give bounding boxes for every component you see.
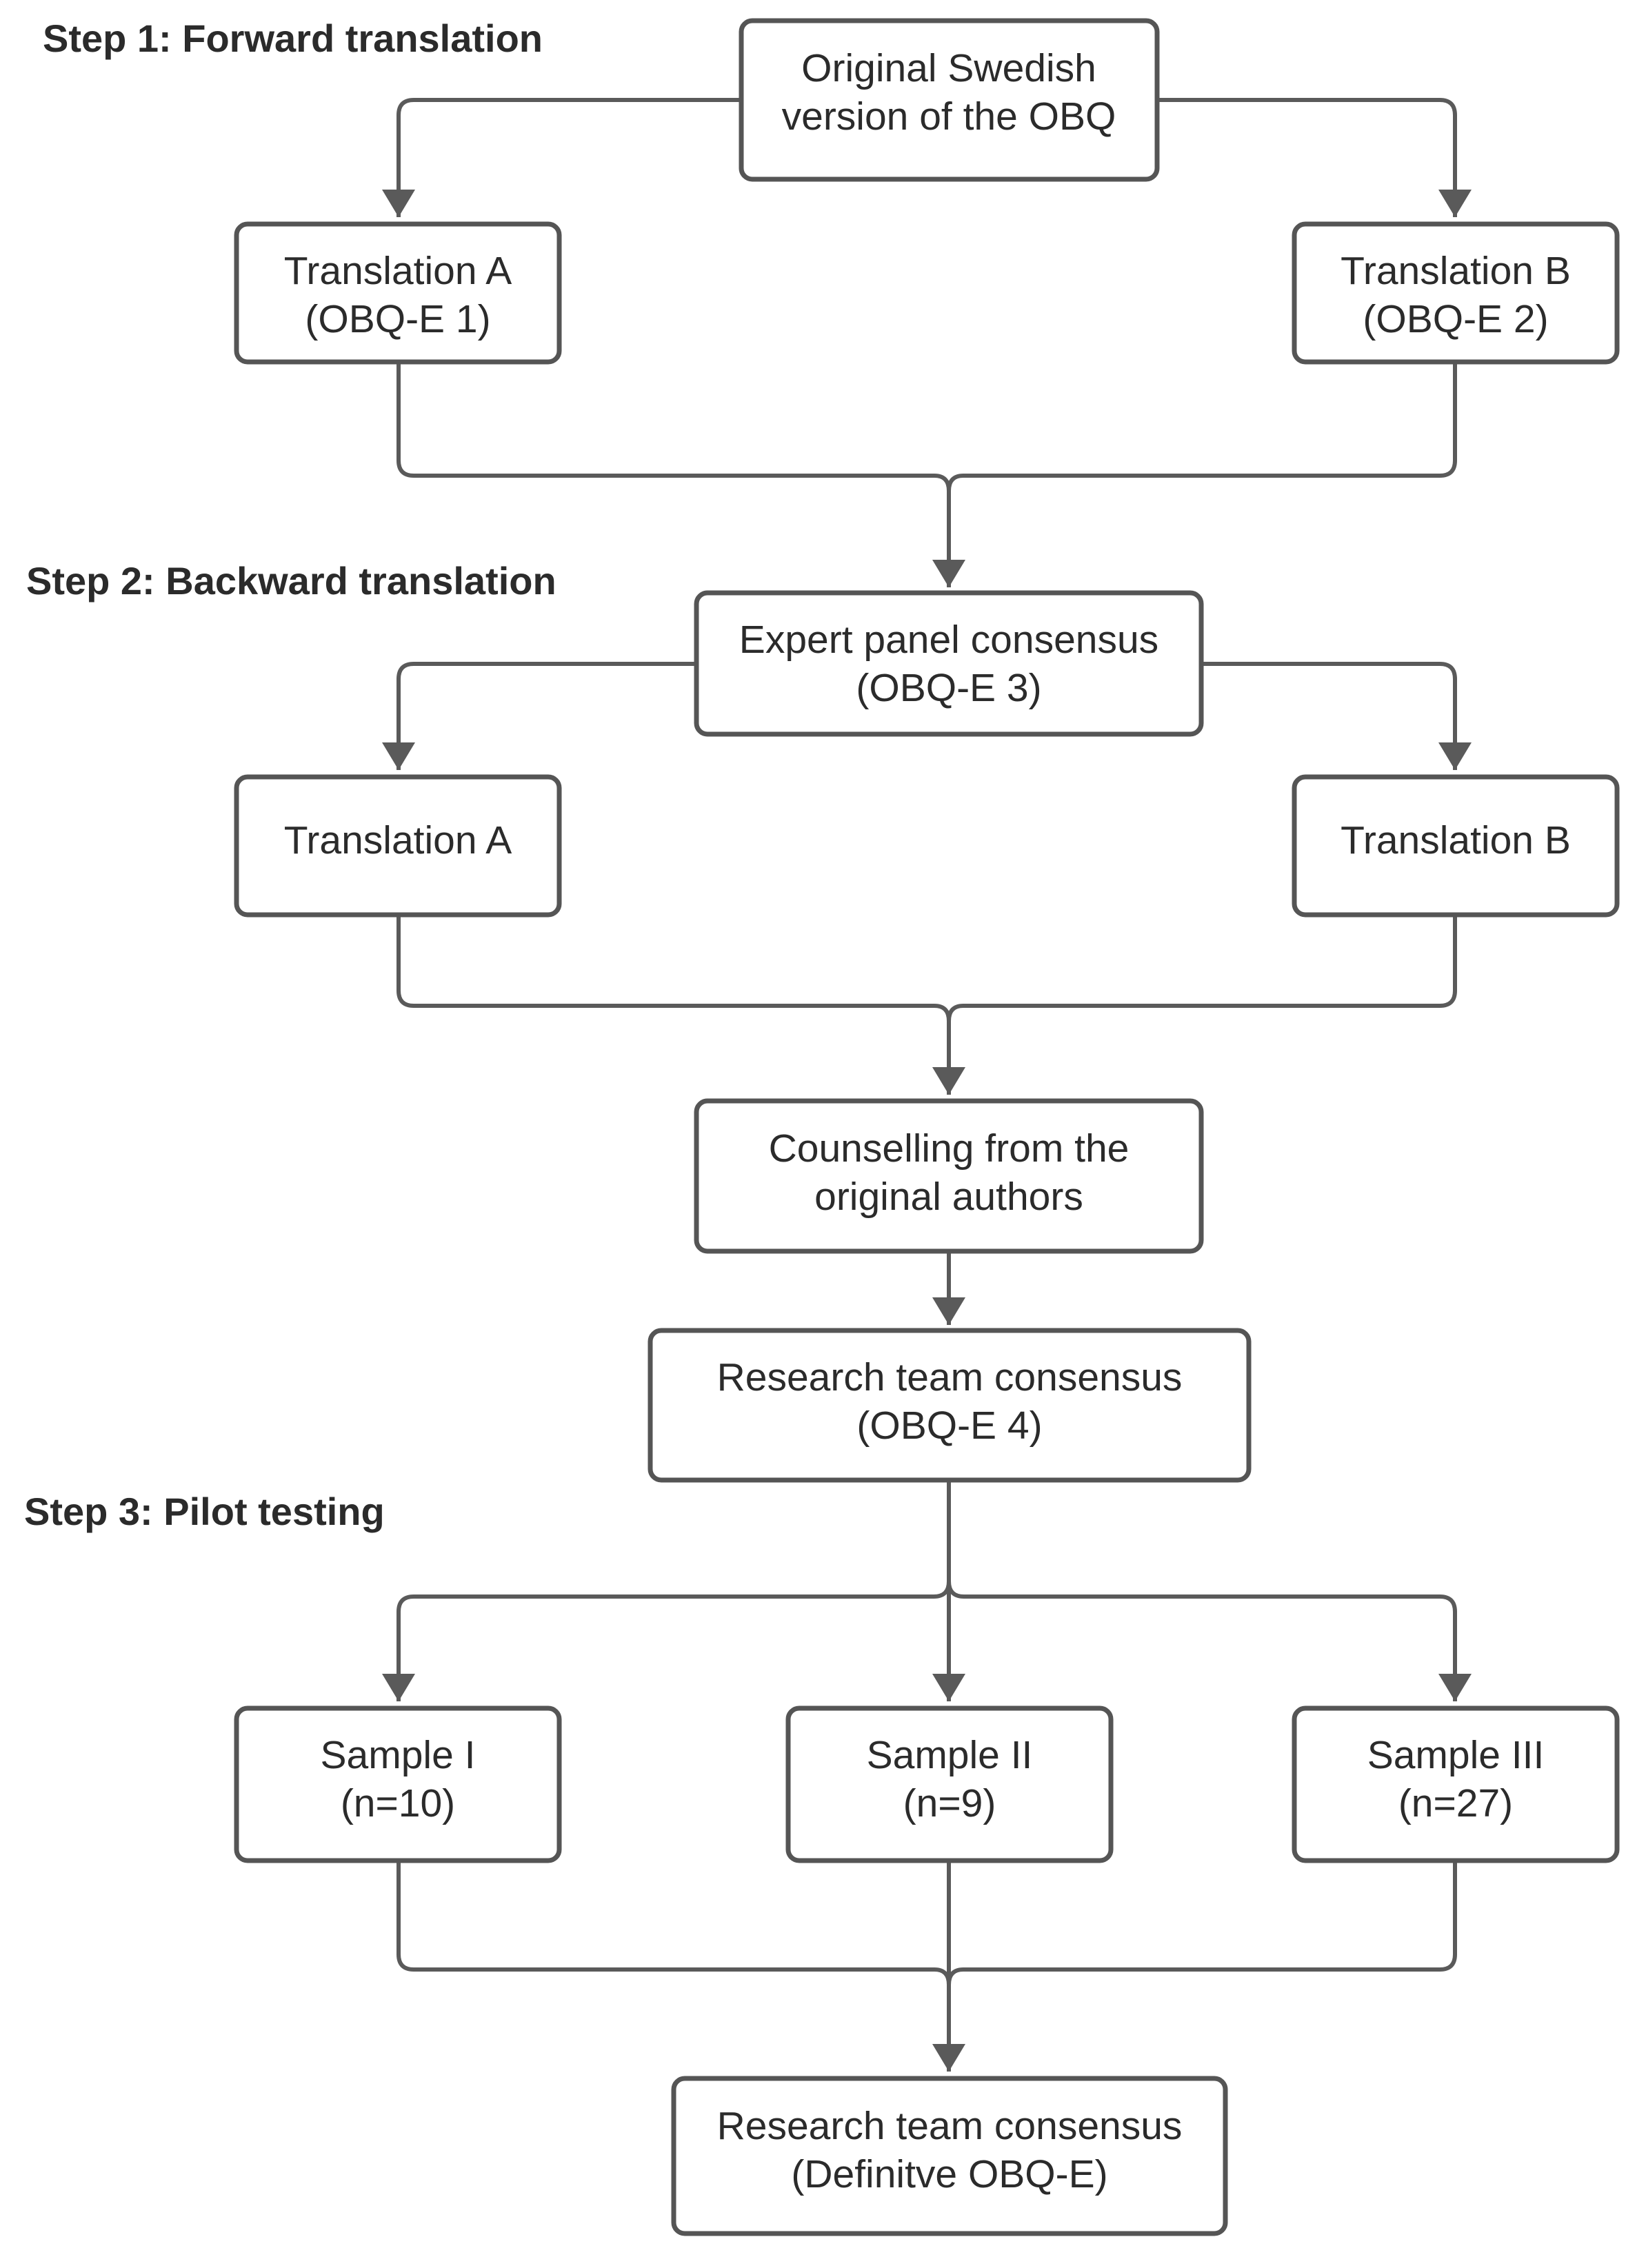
- connector-research-to-sample1: [382, 1581, 951, 1701]
- box-sample-3-line1: Sample III: [1367, 1733, 1545, 1777]
- box-final-line1: Research team consensus: [717, 2104, 1183, 2148]
- box-fwd-a-line2: (OBQ-E 1): [305, 297, 490, 341]
- connector-sample3-to-final: [947, 1861, 1457, 1985]
- step-3-heading: Step 3: Pilot testing: [24, 1490, 385, 1533]
- connector-fwd-b-to-expert: [947, 362, 1457, 492]
- box-final-line2: (Definitve OBQ-E): [791, 2152, 1107, 2196]
- box-expert-line2: (OBQ-E 3): [856, 666, 1041, 710]
- box-sample-2: [785, 1705, 1114, 1863]
- connector-back-b-to-counselling: [947, 915, 1457, 1022]
- box-sample-1-line2: (n=10): [341, 1781, 455, 1825]
- box-sample-3: [1292, 1705, 1620, 1863]
- box-back-b-line1: Translation B: [1341, 818, 1571, 862]
- box-fwd-a-line1: Translation A: [284, 249, 512, 293]
- connector-expert-to-back-a: [382, 662, 696, 770]
- box-final: [671, 2076, 1228, 2236]
- box-fwd-b-line2: (OBQ-E 2): [1363, 297, 1548, 341]
- box-original-line1: Original Swedish: [801, 46, 1096, 90]
- connector-original-to-fwd-b: [1157, 98, 1472, 217]
- box-research-1-line2: (OBQ-E 4): [856, 1404, 1042, 1448]
- box-research-1: [648, 1328, 1252, 1483]
- box-fwd-a: [234, 221, 562, 365]
- box-back-a-line1: Translation A: [284, 818, 512, 862]
- box-sample-3-line2: (n=27): [1398, 1781, 1513, 1825]
- box-fwd-b-line1: Translation B: [1341, 249, 1571, 293]
- connector-research-to-sample3: [947, 1581, 1472, 1701]
- step-2-heading: Step 2: Backward translation: [26, 559, 556, 603]
- connector-back-a-to-counselling: [397, 915, 951, 1022]
- box-original-line2: version of the OBQ: [782, 94, 1116, 139]
- box-fwd-b: [1292, 221, 1620, 365]
- connector-fwd-a-to-expert: [397, 362, 951, 492]
- box-expert: [694, 590, 1204, 737]
- box-counselling: [694, 1098, 1204, 1254]
- connector-sample1-to-final: [397, 1861, 951, 1985]
- box-research-1-line1: Research team consensus: [717, 1355, 1183, 1399]
- box-sample-2-line1: Sample II: [867, 1733, 1033, 1777]
- connector-original-to-fwd-a: [382, 98, 741, 217]
- box-sample-2-line2: (n=9): [903, 1781, 996, 1825]
- box-sample-1: [234, 1705, 562, 1863]
- box-expert-line1: Expert panel consensus: [739, 618, 1158, 662]
- box-original: [739, 18, 1160, 182]
- step-1-heading: Step 1: Forward translation: [43, 17, 543, 60]
- box-back-a: [234, 774, 562, 918]
- box-counselling-line1: Counselling from the: [769, 1126, 1130, 1171]
- box-sample-1-line1: Sample I: [321, 1733, 476, 1777]
- box-back-b: [1292, 774, 1620, 918]
- connector-expert-to-back-b: [1201, 662, 1472, 770]
- box-counselling-line2: original authors: [814, 1175, 1083, 1219]
